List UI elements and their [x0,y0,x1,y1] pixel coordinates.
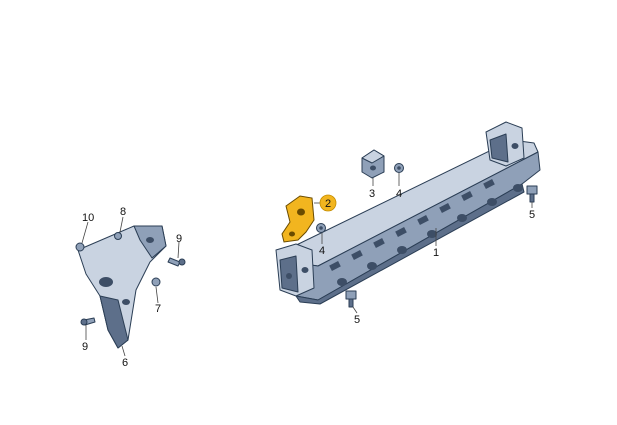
callout-5-bottom: 5 [354,314,360,326]
callout-5-right: 5 [529,209,535,221]
nut-part [394,163,404,173]
callout-8: 8 [120,206,126,218]
callout-9-left: 9 [82,341,88,353]
callout-2-highlight: 2 [319,194,337,212]
callout-6: 6 [122,357,128,369]
callout-9-right: 9 [176,233,182,245]
screw-part [167,257,186,267]
callout-1: 1 [433,247,439,259]
bumper-beam-part [275,121,541,305]
leader-lines [81,173,533,357]
callout-2: 2 [325,198,331,210]
callout-7: 7 [155,303,161,315]
screw-part [114,232,122,240]
highlighted-bracket-part [281,195,315,243]
screw-part [75,242,85,252]
callout-labels: 1 2 3 4 4 5 5 6 7 8 9 9 10 [82,188,535,369]
nut-part [316,223,326,233]
bolt-part [526,185,538,203]
callout-10: 10 [82,212,94,224]
beam-holes [329,179,523,286]
mounting-bracket-part [77,225,167,349]
callout-4-top: 4 [396,188,402,200]
screw-part [151,277,161,287]
callout-4-middle: 4 [319,245,325,257]
callout-3: 3 [369,188,375,200]
bolt-part [345,290,357,308]
small-bracket-part [361,149,385,179]
screw-part [80,317,96,326]
